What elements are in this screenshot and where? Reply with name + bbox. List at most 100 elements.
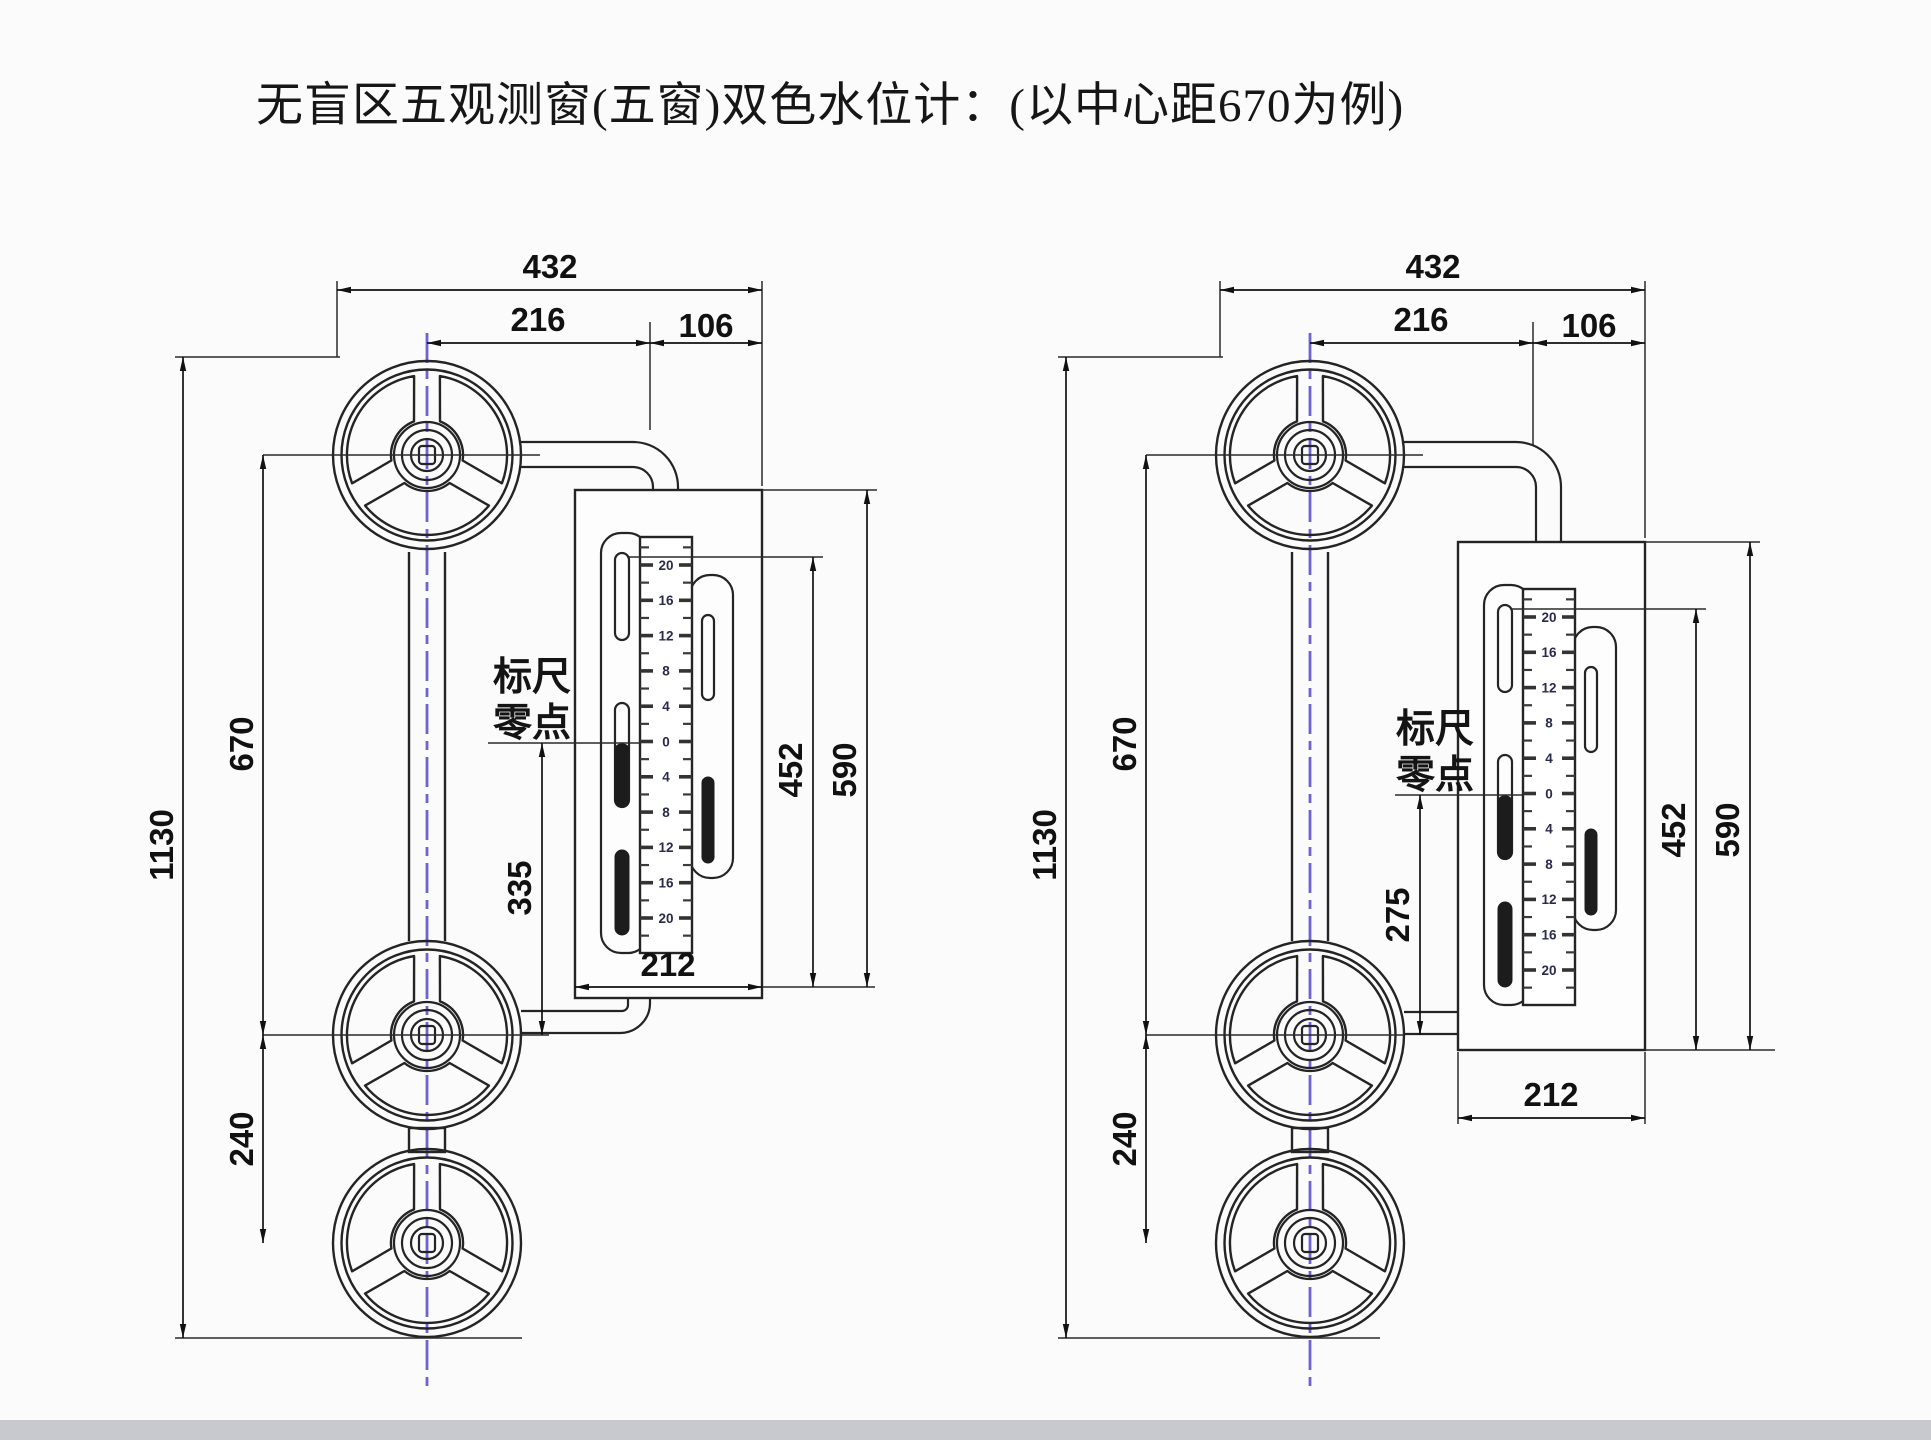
spoke-opening bbox=[1246, 481, 1374, 537]
dim-label-335: 335 bbox=[501, 860, 538, 915]
spoke-opening bbox=[438, 954, 509, 1065]
spoke-opening bbox=[345, 954, 416, 1065]
slot-filled bbox=[1584, 828, 1598, 916]
ruler-number: 4 bbox=[662, 770, 670, 785]
graduated-ruler: 20 16 12 8 4 0 4 8 12 16 20 bbox=[1521, 587, 1577, 1007]
ruler-number: 12 bbox=[1541, 892, 1556, 907]
dim-label-106: 106 bbox=[678, 307, 733, 344]
handwheel bbox=[331, 1147, 523, 1339]
scale-zero-label-line1: 标尺 bbox=[493, 655, 571, 700]
spoke-opening bbox=[1321, 374, 1392, 485]
ruler-number: 20 bbox=[1541, 610, 1556, 625]
hub-ring bbox=[1275, 1208, 1345, 1278]
slot-filled bbox=[1497, 901, 1513, 988]
dim-label-670: 670 bbox=[223, 716, 260, 771]
bottom-pipe-inner bbox=[521, 998, 630, 1013]
spoke-opening bbox=[1228, 374, 1299, 485]
spoke-opening bbox=[1246, 1269, 1374, 1325]
dim-label-452: 452 bbox=[772, 742, 809, 797]
slot-empty bbox=[1583, 665, 1599, 754]
ruler-number: 20 bbox=[658, 558, 673, 573]
ruler-number: 8 bbox=[662, 664, 670, 679]
spoke-opening bbox=[363, 1269, 491, 1325]
ruler-number: 16 bbox=[1541, 928, 1557, 943]
spoke-opening bbox=[345, 1162, 416, 1273]
drawing-title: 无盲区五观测窗(五窗)双色水位计：(以中心距670为例) bbox=[256, 80, 1405, 132]
ruler-number: 0 bbox=[1545, 786, 1553, 801]
dim-label-212: 212 bbox=[640, 946, 695, 983]
spoke-opening bbox=[438, 374, 509, 485]
dim-label-240: 240 bbox=[223, 1111, 260, 1166]
connection-pipes bbox=[521, 440, 680, 1035]
handwheels bbox=[331, 359, 1406, 1339]
spoke-opening bbox=[1228, 954, 1299, 1065]
ruler-number: 16 bbox=[1541, 645, 1557, 660]
connection-pipes bbox=[1404, 440, 1563, 1036]
dim-label-452: 452 bbox=[1655, 802, 1692, 857]
dim-label-432: 432 bbox=[522, 248, 577, 285]
ruler-number: 8 bbox=[1545, 716, 1553, 731]
ruler-number: 4 bbox=[1545, 822, 1553, 837]
top-pipe-outer bbox=[1404, 440, 1563, 542]
ruler-number: 8 bbox=[1545, 857, 1553, 872]
spoke-opening bbox=[345, 374, 416, 485]
ruler-number: 12 bbox=[1541, 680, 1556, 695]
dim-label-432: 432 bbox=[1405, 248, 1460, 285]
dim-label-1130: 1130 bbox=[1026, 809, 1063, 881]
slot-empty bbox=[700, 613, 716, 702]
ruler-number: 16 bbox=[658, 593, 674, 608]
ruler-number: 20 bbox=[658, 911, 673, 926]
dim-label-670: 670 bbox=[1106, 716, 1143, 771]
window-slots bbox=[613, 551, 1599, 988]
ruler-number: 4 bbox=[1545, 751, 1553, 766]
slot-empty bbox=[613, 551, 631, 642]
dim-label-216: 216 bbox=[510, 301, 565, 338]
scale-zero-label-line2: 零点 bbox=[493, 701, 571, 746]
spoke-opening bbox=[1321, 1162, 1392, 1273]
hub-nut bbox=[1300, 1232, 1320, 1254]
dim-label-106: 106 bbox=[1561, 307, 1616, 344]
hub-ring bbox=[409, 1225, 445, 1261]
dim-label-590: 590 bbox=[826, 742, 863, 797]
ruler-number: 12 bbox=[658, 628, 673, 643]
dim-label-590: 590 bbox=[1709, 802, 1746, 857]
hub-nut bbox=[417, 1232, 437, 1254]
hub-ring bbox=[1292, 1225, 1328, 1261]
dim-label-240: 240 bbox=[1106, 1111, 1143, 1166]
hub-ring bbox=[1283, 1216, 1337, 1270]
spoke-opening bbox=[363, 1061, 491, 1117]
top-pipe-outer bbox=[521, 440, 680, 490]
gauge-tube bbox=[1290, 552, 1330, 1154]
ruler-number: 8 bbox=[662, 805, 670, 820]
slot-filled bbox=[614, 849, 630, 936]
right-dimensions: 432 216 106 1130 670 240 275 452 590 212… bbox=[1026, 248, 1775, 1339]
dim-label-212: 212 bbox=[1523, 1076, 1578, 1113]
spoke-opening bbox=[438, 1162, 509, 1273]
scale-zero-label-line1: 标尺 bbox=[1396, 707, 1474, 752]
spoke-opening bbox=[1228, 1162, 1299, 1273]
dim-label-1130: 1130 bbox=[143, 809, 180, 881]
slot-empty bbox=[1496, 603, 1514, 694]
slot-filled bbox=[1497, 795, 1513, 860]
spoke-opening bbox=[1246, 1061, 1374, 1117]
bottom-pipe-outer bbox=[521, 998, 652, 1035]
ruler-number: 12 bbox=[658, 840, 673, 855]
dim-label-216: 216 bbox=[1393, 301, 1448, 338]
spoke-opening bbox=[363, 481, 491, 537]
scale-zero-label-line2: 零点 bbox=[1396, 753, 1474, 798]
slot-filled bbox=[701, 776, 715, 864]
ruler-number: 16 bbox=[658, 876, 674, 891]
left-dimensions: 432 216 106 1130 670 240 335 452 590 212… bbox=[143, 248, 877, 1339]
hub-ring bbox=[392, 1208, 462, 1278]
slot-filled bbox=[614, 743, 630, 808]
top-pipe-inner bbox=[1404, 465, 1538, 542]
spoke-opening bbox=[1321, 954, 1392, 1065]
ruler-number: 20 bbox=[1541, 963, 1556, 978]
top-pipe-inner bbox=[521, 465, 655, 490]
hub-ring bbox=[400, 1216, 454, 1270]
ruler-number: 0 bbox=[662, 734, 670, 749]
